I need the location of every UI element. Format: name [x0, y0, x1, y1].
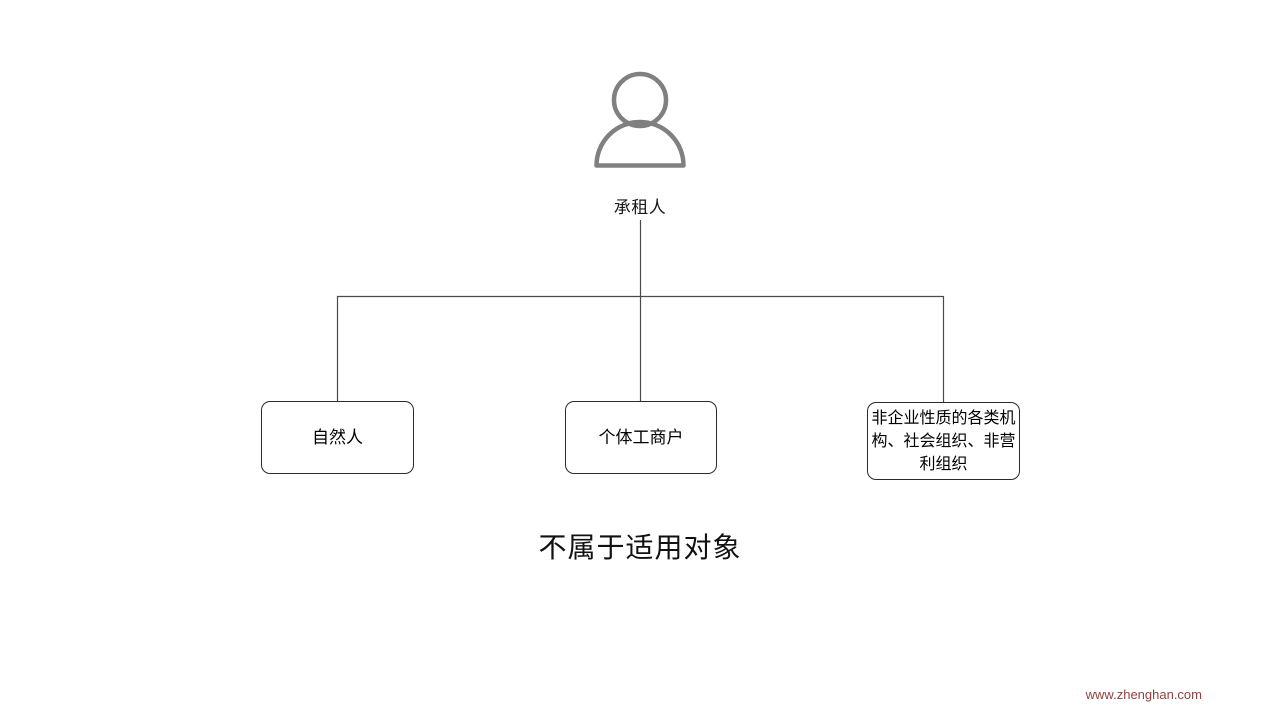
node-individual-business[interactable]: 个体工商户: [565, 401, 717, 474]
node-natural-person[interactable]: 自然人: [261, 401, 414, 474]
person-icon: [594, 68, 686, 168]
node-non-enterprise-org[interactable]: 非企业性质的各类机构、社会组织、非营利组织: [867, 402, 1020, 480]
node-natural-person-label: 自然人: [312, 427, 363, 447]
node-non-enterprise-org-label: 非企业性质的各类机构、社会组织、非营利组织: [871, 409, 1016, 473]
watermark: www.zhenghan.com: [1085, 687, 1202, 702]
node-individual-business-label: 个体工商户: [598, 427, 684, 447]
root-node-label: 承租人: [613, 198, 667, 217]
caption-text: 不属于适用对象: [538, 532, 742, 563]
